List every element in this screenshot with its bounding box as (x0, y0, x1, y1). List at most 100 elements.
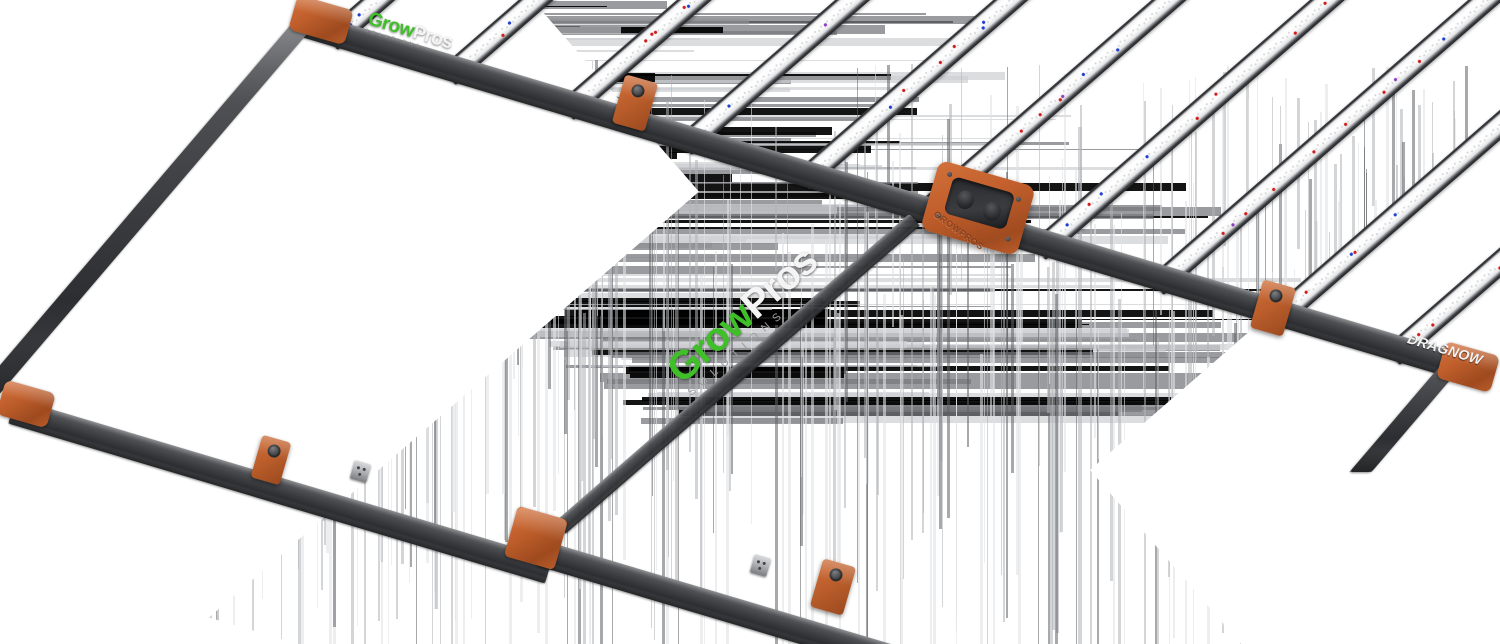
led-diode (693, 0, 697, 3)
led-diode (760, 79, 764, 82)
led-diode (1345, 255, 1349, 259)
led-diode (1236, 75, 1240, 78)
led-diode (1068, 84, 1072, 87)
led-diode (1028, 121, 1032, 125)
led-diode (1289, 169, 1293, 173)
led-diode (610, 71, 614, 75)
led-diode (1424, 49, 1428, 53)
led-diode (1066, 88, 1070, 92)
led-diode (1125, 34, 1129, 38)
led-diode (1451, 166, 1455, 169)
junction-box[interactable]: GROWPROS (920, 159, 1036, 257)
led-diode (912, 82, 916, 86)
led-diode (1451, 301, 1454, 305)
led-diode (969, 32, 973, 36)
led-diode (1074, 78, 1078, 82)
led-diode (1301, 294, 1305, 297)
led-diode (1369, 237, 1373, 241)
led-diode (874, 115, 878, 119)
led-diode (1003, 143, 1006, 147)
led-diode (1264, 191, 1267, 195)
led-diode (1059, 229, 1063, 233)
led-diode (1049, 100, 1053, 104)
led-diode (1459, 156, 1463, 160)
led-diode (1295, 164, 1299, 167)
led-diode (1487, 272, 1491, 276)
led-diode (1461, 294, 1465, 298)
led-diode (1470, 285, 1473, 289)
connector-port-left[interactable] (349, 460, 372, 483)
led-diode (935, 64, 939, 68)
led-diode (1091, 66, 1095, 70)
led-diode (1266, 51, 1270, 55)
led-diode (1367, 99, 1371, 103)
led-diode (813, 30, 816, 34)
led-diode (1179, 124, 1183, 128)
led-diode (1064, 222, 1070, 227)
led-diode (1401, 210, 1404, 214)
led-diode (1131, 29, 1135, 32)
led-diode (1397, 75, 1401, 79)
led-diode (823, 159, 827, 163)
led-diode (1230, 80, 1234, 84)
led-diode (1403, 70, 1407, 74)
led-diode (479, 47, 483, 51)
led-diode (1144, 18, 1148, 21)
led-diode (996, 149, 1000, 152)
led-bar-diffuser (676, 0, 1106, 156)
led-diode (1279, 40, 1283, 44)
led-diode (1491, 128, 1495, 132)
led-diode (1442, 311, 1446, 315)
led-diode (1183, 259, 1187, 262)
led-diode (1272, 181, 1276, 185)
led-diode (1407, 204, 1411, 208)
connector-port-right[interactable] (749, 554, 772, 577)
led-diode (1076, 217, 1080, 221)
led-diode (1238, 213, 1242, 217)
led-diode (781, 58, 785, 62)
led-diode (1479, 4, 1483, 8)
led-diode (1430, 44, 1434, 47)
led-diode (1152, 151, 1156, 154)
led-diode (1432, 318, 1435, 322)
led-diode (950, 49, 954, 52)
led-diode (1468, 11, 1472, 14)
led-diode (1019, 129, 1024, 134)
led-diode (1099, 191, 1104, 196)
led-diode (1441, 36, 1447, 42)
led-diode (994, 10, 998, 14)
led-diode (642, 44, 646, 48)
led-diode (981, 20, 986, 25)
led-diode (1257, 197, 1261, 201)
led-diode (1455, 300, 1459, 304)
led-diode (1091, 201, 1094, 205)
led-diode (481, 43, 485, 47)
led-diode (1317, 7, 1321, 11)
led-diode (709, 123, 713, 127)
led-diode (1306, 14, 1310, 18)
led-diode (1302, 158, 1306, 162)
hanger-bracket-lower-left (250, 434, 292, 486)
led-diode (847, 141, 850, 145)
led-diode (1348, 115, 1352, 119)
led-diode (787, 52, 791, 56)
led-diode (1072, 82, 1076, 86)
led-diode (469, 54, 472, 58)
led-diode (1377, 228, 1381, 231)
led-diode (1428, 183, 1432, 187)
led-diode (1432, 182, 1436, 186)
led-diode (988, 16, 992, 19)
led-diode (899, 93, 903, 97)
led-diode (1423, 328, 1427, 331)
led-diode (1063, 228, 1067, 232)
led-diode (1437, 38, 1441, 42)
led-diode (1084, 207, 1088, 211)
led-diode (1009, 137, 1013, 141)
led-diode (676, 12, 679, 16)
led-diode (811, 35, 815, 38)
led-diode (1402, 205, 1406, 209)
led-diode (661, 27, 665, 31)
led-diode (1241, 73, 1245, 77)
led-diode (1480, 278, 1484, 282)
led-diode (747, 90, 751, 93)
